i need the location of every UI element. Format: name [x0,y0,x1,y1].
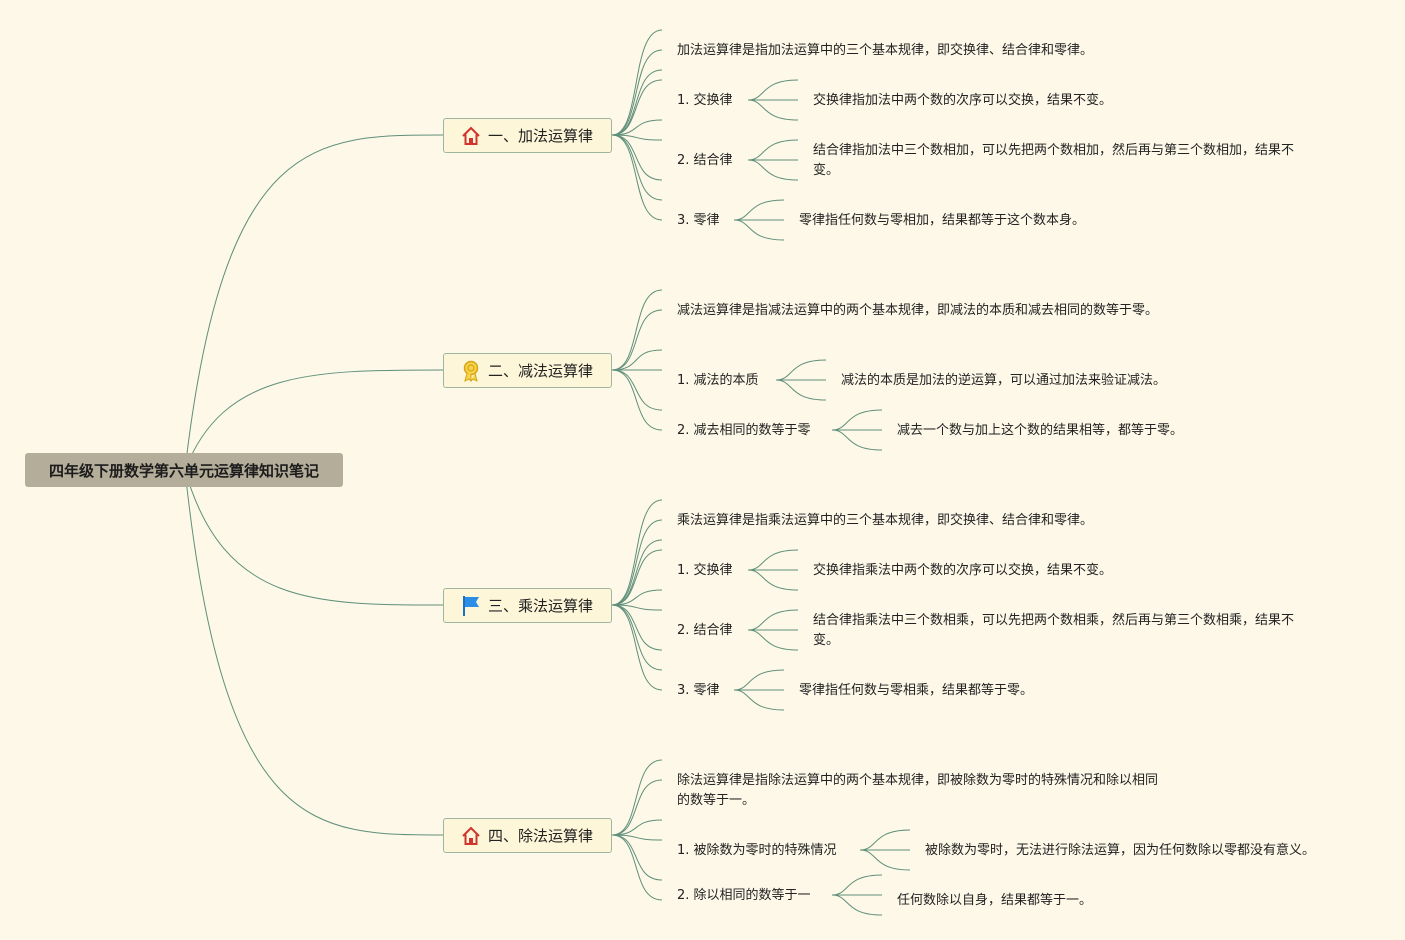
detail-link [859,849,911,871]
house-icon [460,825,482,847]
subtopic-detail: 交换律指加法中两个数的次序可以交换，结果不变。 [813,93,1113,108]
subtopic-detail: 被除数为零时，无法进行除法运算，因为任何数除以零都没有意义。 [925,843,1316,858]
root-branch-link [184,469,444,606]
root-topic[interactable]: 四年级下册数学第六单元运算律知识笔记 [25,453,343,487]
branch-intro: 减法运算律是指减法运算中的两个基本规律，即减法的本质和减去相同的数等于零。 [677,303,1159,318]
subtopic-detail: 结合律指加法中三个数相加，可以先把两个数相加，然后再与第三个数相加，结果不变。 [813,143,1295,178]
detail-link [831,409,883,431]
subtopic-label[interactable]: 2. 结合律 [677,623,733,638]
branch-child-link [611,604,663,691]
detail-link [747,139,799,161]
branch-division[interactable]: 四、除法运算律 [443,818,612,853]
detail-link [733,219,785,241]
subtopic-detail: 减去一个数与加上这个数的结果相等，都等于零。 [897,423,1184,438]
subtopic-label[interactable]: 2. 除以相同的数等于一 [677,888,811,903]
branch-child-link [611,369,663,431]
branch-subtraction[interactable]: 二、减法运算律 [443,353,612,388]
subtopic-label[interactable]: 3. 零律 [677,213,720,228]
subtopic-detail: 零律指任何数与零相乘，结果都等于零。 [799,683,1034,698]
detail-link [775,359,827,381]
branch-child-link [611,779,663,836]
subtopic-detail: 减法的本质是加法的逆运算，可以通过加法来验证减法。 [841,373,1167,388]
branch-addition[interactable]: 一、加法运算律 [443,118,612,153]
detail-link [747,549,799,571]
detail-link [747,99,799,121]
branch-child-link [611,134,663,181]
subtopic-label[interactable]: 1. 被除数为零时的特殊情况 [677,843,837,858]
root-branch-link [184,469,444,836]
branch-child-link [611,834,663,881]
subtopic-label[interactable]: 1. 交换律 [677,93,733,108]
branch-child-link [611,604,663,651]
subtopic-detail: 任何数除以自身，结果都等于一。 [897,893,1093,908]
branch-multiplication[interactable]: 三、乘法运算律 [443,588,612,623]
branch-label: 三、乘法运算律 [488,597,594,615]
detail-link [747,79,799,101]
detail-link [747,629,799,651]
subtopic-detail: 交换律指乘法中两个数的次序可以交换，结果不变。 [813,563,1113,578]
detail-link [831,874,883,896]
branch-child-link [611,759,663,836]
flag-icon [460,595,482,617]
branch-child-link [611,49,663,136]
branch-child-link [611,69,663,136]
detail-link [733,669,785,691]
detail-link [775,379,827,401]
branch-child-link [611,499,663,606]
branch-intro: 除法运算律是指除法运算中的两个基本规律，即被除数为零时的特殊情况和除以相同的数等… [677,773,1159,808]
detail-link [831,894,883,916]
subtopic-label[interactable]: 1. 减法的本质 [677,373,759,388]
detail-link [831,429,883,451]
branch-child-link [611,819,663,836]
branch-child-link [611,589,663,606]
branch-label: 二、减法运算律 [488,362,594,380]
subtopic-label[interactable]: 2. 减去相同的数等于零 [677,423,811,438]
branch-child-link [611,289,663,371]
branch-child-link [611,539,663,606]
branch-child-link [611,834,663,841]
subtopic-label[interactable]: 1. 交换律 [677,563,733,578]
branch-child-link [611,29,663,136]
subtopic-label[interactable]: 3. 零律 [677,683,720,698]
house-icon [460,125,482,147]
branch-child-link [611,134,663,201]
branch-child-link [611,549,663,606]
branch-child-link [611,119,663,136]
branch-intro: 加法运算律是指加法运算中的三个基本规律，即交换律、结合律和零律。 [677,43,1094,58]
branch-child-link [611,134,663,141]
detail-link [747,609,799,631]
root-branch-link [184,134,444,471]
subtopic-detail: 零律指任何数与零相加，结果都等于这个数本身。 [799,213,1086,228]
branch-intro: 乘法运算律是指乘法运算中的三个基本规律，即交换律、结合律和零律。 [677,513,1094,528]
detail-link [747,159,799,181]
detail-link [859,829,911,851]
subtopic-label[interactable]: 2. 结合律 [677,153,733,168]
branch-label: 一、加法运算律 [488,127,594,145]
branch-label: 四、除法运算律 [488,827,594,845]
branch-child-link [611,604,663,671]
branch-child-link [611,604,663,611]
detail-link [747,569,799,591]
branch-child-link [611,134,663,221]
detail-link [733,689,785,711]
ribbon-badge-icon [460,360,482,382]
branch-child-link [611,834,663,901]
branch-child-link [611,349,663,371]
subtopic-detail: 结合律指乘法中三个数相乘，可以先把两个数相乘，然后再与第三个数相乘，结果不变。 [813,613,1295,648]
branch-child-link [611,309,663,371]
branch-child-link [611,369,663,411]
root-branch-link [184,369,444,471]
branch-child-link [611,519,663,606]
branch-child-link [611,79,663,136]
detail-link [733,199,785,221]
